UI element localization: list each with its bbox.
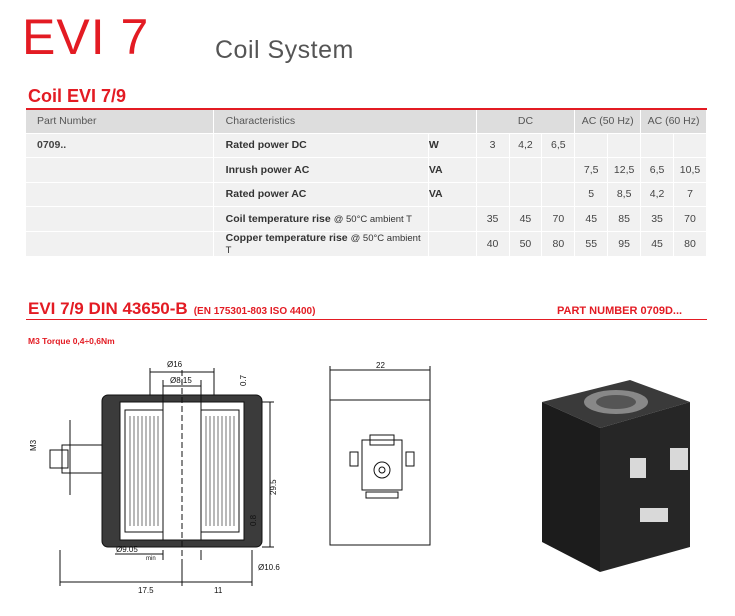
characteristic-note: @ 50°C ambient T bbox=[225, 232, 421, 256]
cell-value bbox=[476, 157, 510, 183]
section-drawing: Ø16 Ø8.15 0.7 M3 29.5 0.8 Ø9.05 min Ø10.… bbox=[29, 360, 280, 595]
cell-unit: W bbox=[428, 133, 477, 158]
dim-d106: Ø10.6 bbox=[258, 563, 280, 572]
cell-value: 95 bbox=[607, 231, 642, 257]
page-title: EVI 7 bbox=[22, 9, 150, 65]
cell-characteristic: Coil temperature rise@ 50°C ambient T bbox=[213, 206, 429, 232]
page-subtitle: Coil System bbox=[215, 36, 354, 64]
cell-value: 85 bbox=[607, 206, 642, 232]
header-ac50: AC (50 Hz) bbox=[574, 108, 642, 134]
characteristic-name: Rated power DC bbox=[225, 139, 307, 152]
cell-value: 10,5 bbox=[673, 157, 708, 183]
cell-characteristic: Inrush power AC bbox=[213, 157, 429, 183]
cell-value: 6,5 bbox=[640, 157, 674, 183]
section-standard: (EN 175301-803 ISO 4400) bbox=[193, 306, 316, 317]
cell-part-number bbox=[26, 206, 214, 232]
section-part-number: PART NUMBER 0709D... bbox=[557, 305, 683, 317]
cell-part-number: 0709.. bbox=[26, 133, 214, 158]
cell-value: 50 bbox=[509, 231, 543, 257]
cell-value bbox=[640, 133, 674, 158]
characteristic-name: Coil temperature rise bbox=[225, 212, 331, 225]
cell-value: 35 bbox=[640, 206, 674, 232]
cell-value: 40 bbox=[476, 231, 510, 257]
cell-characteristic: Rated power AC bbox=[213, 182, 429, 207]
cell-value: 7 bbox=[673, 182, 708, 207]
cell-value: 80 bbox=[673, 231, 708, 257]
cell-value: 5 bbox=[574, 182, 609, 207]
cell-value: 4,2 bbox=[640, 182, 674, 207]
coil-product-image bbox=[542, 380, 690, 572]
header-characteristics: Characteristics bbox=[213, 108, 477, 134]
cell-unit bbox=[428, 231, 477, 257]
characteristic-name: Inrush power AC bbox=[225, 163, 310, 176]
cell-value bbox=[574, 133, 609, 158]
header-ac60: AC (60 Hz) bbox=[640, 108, 707, 134]
cell-value bbox=[509, 157, 543, 183]
cell-part-number bbox=[26, 157, 214, 183]
cell-value: 12,5 bbox=[607, 157, 642, 183]
cell-value: 35 bbox=[476, 206, 510, 232]
cell-value: 55 bbox=[574, 231, 609, 257]
front-drawing: 22 bbox=[329, 361, 431, 546]
dim-175: 17.5 bbox=[138, 586, 154, 595]
characteristic-name: Rated power AC bbox=[225, 188, 307, 201]
section-title: EVI 7/9 DIN 43650-B (EN 175301-803 ISO 44… bbox=[28, 299, 315, 319]
cell-characteristic: Copper temperature rise@ 50°C ambient T bbox=[213, 231, 429, 257]
cell-value: 3 bbox=[476, 133, 510, 158]
dim-295: 29.5 bbox=[269, 479, 278, 495]
cell-value: 70 bbox=[541, 206, 576, 232]
cell-value: 8,5 bbox=[607, 182, 642, 207]
characteristic-name: Copper temperature rise bbox=[225, 231, 348, 244]
cell-value: 7,5 bbox=[574, 157, 609, 183]
cell-value bbox=[607, 133, 642, 158]
table-row: Copper temperature rise@ 50°C ambient T 4… bbox=[26, 231, 708, 257]
table-header-row: Part Number Characteristics DC AC (50 Hz… bbox=[26, 108, 707, 134]
dim-m3: M3 bbox=[29, 439, 38, 451]
cell-value: 70 bbox=[673, 206, 708, 232]
dim-min: min bbox=[146, 556, 156, 562]
characteristic-note: @ 50°C ambient T bbox=[333, 213, 412, 225]
cell-value: 45 bbox=[640, 231, 674, 257]
cell-value bbox=[673, 133, 708, 158]
cell-value bbox=[541, 182, 576, 207]
header-part-number: Part Number bbox=[26, 108, 214, 134]
dim-08: 0.8 bbox=[249, 514, 258, 526]
cell-part-number bbox=[26, 231, 214, 257]
cell-value: 45 bbox=[509, 206, 543, 232]
cell-part-number bbox=[26, 182, 214, 207]
spec-table: Part Number Characteristics DC AC (50 Hz… bbox=[26, 108, 708, 257]
cell-value: 4,2 bbox=[509, 133, 543, 158]
dim-d905: Ø9.05 bbox=[116, 545, 138, 554]
cell-value bbox=[476, 182, 510, 207]
cell-characteristic: Rated power DC bbox=[213, 133, 429, 158]
dim-d16: Ø16 bbox=[167, 360, 183, 369]
cell-value: 45 bbox=[574, 206, 609, 232]
header-dc: DC bbox=[476, 108, 576, 134]
dim-11: 11 bbox=[214, 586, 223, 595]
torque-note: M3 Torque 0,4÷0,6Nm bbox=[28, 336, 115, 346]
cell-value: 80 bbox=[541, 231, 576, 257]
dim-07: 0.7 bbox=[239, 374, 248, 386]
cell-value bbox=[541, 157, 576, 183]
cell-value bbox=[509, 182, 543, 207]
cell-unit bbox=[428, 206, 477, 232]
cell-value: 6,5 bbox=[541, 133, 576, 158]
coil-heading: Coil EVI 7/9 bbox=[28, 86, 127, 106]
dim-d815: Ø8.15 bbox=[170, 376, 192, 385]
cell-unit: VA bbox=[428, 157, 477, 183]
section-divider bbox=[26, 319, 707, 320]
cell-unit: VA bbox=[428, 182, 477, 207]
dim-22: 22 bbox=[376, 361, 385, 370]
section-title-text: EVI 7/9 DIN 43650-B bbox=[28, 299, 188, 318]
